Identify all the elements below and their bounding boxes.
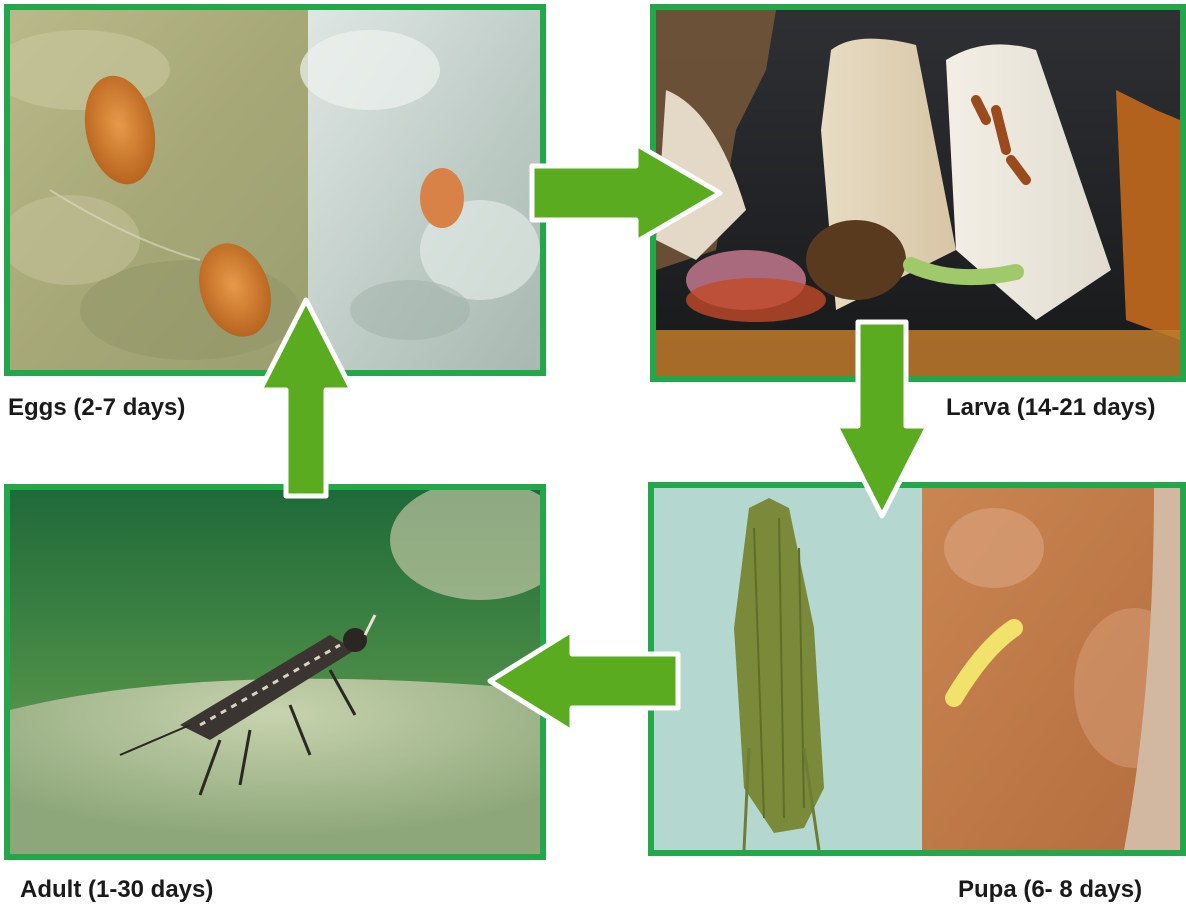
adult-photo	[10, 490, 540, 854]
arrow-larva-to-pupa-icon	[832, 318, 932, 522]
adult-photo-panel	[4, 484, 546, 860]
arrow-eggs-to-larva-icon	[524, 140, 724, 246]
arrow-adult-to-eggs-icon	[256, 296, 356, 502]
pupa-photo-panel	[648, 482, 1186, 856]
pupa-photo	[654, 488, 1180, 850]
larva-stage-label: Larva (14-21 days)	[946, 394, 1155, 422]
eggs-stage-label: Eggs (2-7 days)	[8, 394, 185, 422]
pupa-stage-label: Pupa (6- 8 days)	[958, 876, 1142, 904]
adult-stage-label: Adult (1-30 days)	[20, 876, 213, 904]
arrow-pupa-to-adult-icon	[486, 624, 682, 738]
